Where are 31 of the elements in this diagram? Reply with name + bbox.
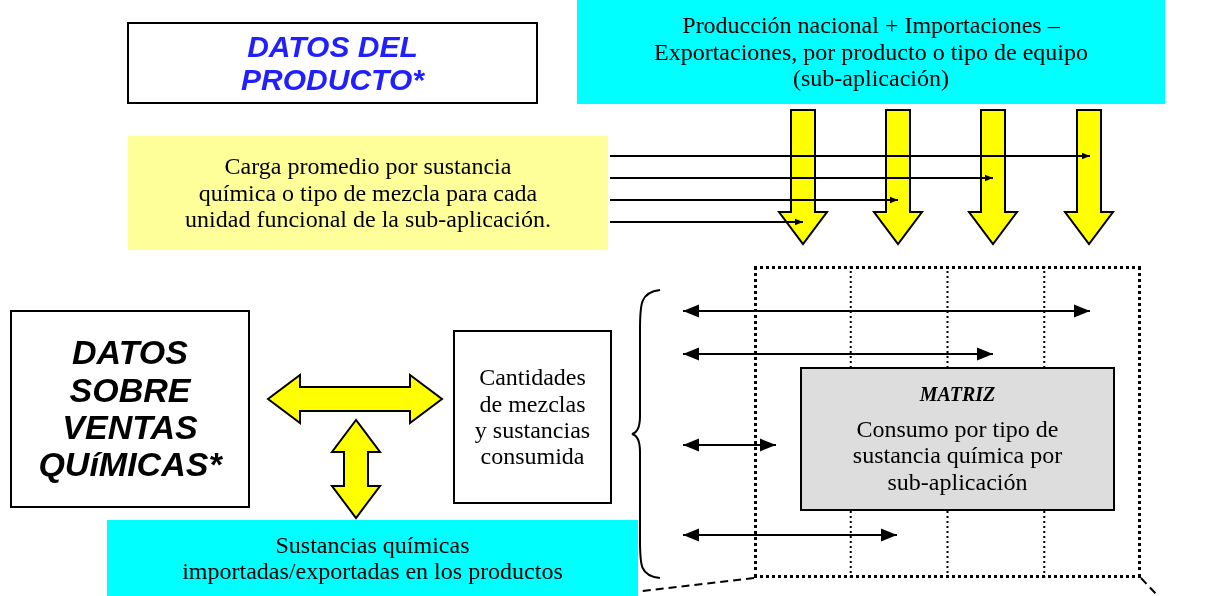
curly-brace [632, 288, 662, 580]
block-arrow [330, 418, 382, 520]
arrow [682, 304, 1091, 318]
block-arrow [266, 373, 444, 425]
block-arrow [777, 109, 829, 246]
block-arrow [1063, 109, 1115, 246]
text-label: Cantidades de mezclas y sustancias consumida [473, 364, 592, 470]
title-text: DATOS SOBRE VENTAS QUíMICAS* [37, 334, 224, 484]
text-box [453, 330, 612, 504]
block-arrow [967, 109, 1019, 246]
arrow [682, 528, 898, 542]
text-box [107, 520, 638, 596]
title-box [10, 310, 250, 508]
matrix-description: Consumo por tipo de sustancia química por sub-aplicación [851, 415, 1064, 496]
text-box [128, 136, 608, 250]
arrow [682, 438, 777, 452]
title-text: DATOS DEL PRODUCTO* [240, 30, 426, 96]
arrow [609, 196, 899, 204]
arrow [609, 152, 1091, 160]
arrow [609, 218, 804, 226]
text-box [577, 0, 1165, 104]
block-arrow [872, 109, 924, 246]
arrow [682, 347, 994, 361]
text-label: Sustancias químicas importadas/exportadas en los productos [181, 531, 564, 585]
matrix-box [800, 367, 1115, 511]
dotted-grid-frame [754, 266, 1141, 578]
text-label: Carga promedio por sustancia química o tipo de mezcla para cada unidad funcional de la sub-aplicación. [184, 153, 552, 233]
title-box [127, 22, 538, 104]
text-label: Producción nacional + Importaciones – Exportaciones, por producto o tipo de equipo (sub-aplicación) [653, 12, 1089, 92]
arrow [609, 174, 994, 182]
matrix-title: MATRIZ [919, 382, 996, 406]
